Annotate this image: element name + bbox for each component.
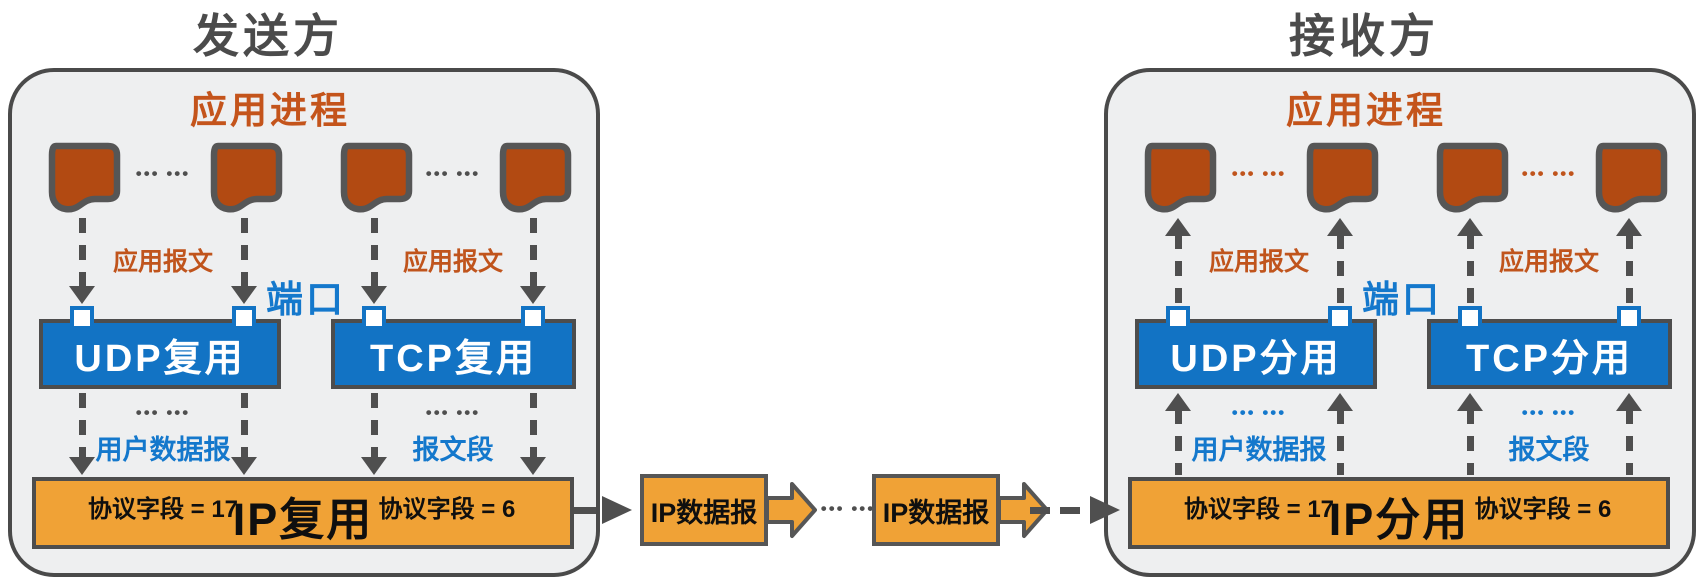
protocol-field-tcp: 协议字段 = 6	[1474, 496, 1612, 523]
dashed-arrow-down-icon	[69, 218, 95, 304]
protocol-field-udp: 协议字段 = 17	[1183, 496, 1335, 523]
tcp-box: TCP复用	[331, 319, 576, 389]
dashed-arrow-down-icon	[69, 393, 95, 475]
arrow-right-icon	[602, 496, 632, 524]
dashed-arrow-down-icon	[231, 393, 257, 475]
ellipsis-dots: ••• •••	[1231, 164, 1287, 183]
block-arrow-right-icon	[997, 481, 1049, 539]
port-square	[1458, 306, 1482, 330]
protocol-field-udp: 协议字段 = 17	[87, 496, 239, 523]
app-message-label: 应用报文	[1208, 248, 1309, 276]
dashed-arrow-up-icon	[1457, 218, 1483, 304]
ellipsis-dots: ••• •••	[820, 499, 876, 518]
dashed-arrow-down-icon	[361, 218, 387, 304]
dashed-arrow-down-icon	[520, 393, 546, 475]
dashed-arrow-down-icon	[361, 393, 387, 475]
port-square	[232, 306, 256, 330]
dashed-arrow-up-icon	[1616, 218, 1642, 304]
tcp-box: TCP分用	[1427, 319, 1672, 389]
ellipsis-dots: ••• •••	[135, 164, 191, 183]
ellipsis-dots: ••• •••	[425, 164, 481, 183]
ellipsis-dots: ••• •••	[135, 403, 191, 422]
dash-segment	[1030, 507, 1050, 514]
ip-box: 协议字段 = 17 IP分用 协议字段 = 6	[1128, 477, 1670, 549]
ellipsis-dots: ••• •••	[425, 403, 481, 422]
dashed-arrow-down-icon	[231, 218, 257, 304]
receiver-title: 接收方	[1289, 10, 1439, 62]
port-square	[1166, 306, 1190, 330]
sender-app-process-label: 应用进程	[190, 90, 350, 131]
port-square	[362, 306, 386, 330]
protocol-field-tcp: 协议字段 = 6	[378, 496, 516, 523]
port-square	[521, 306, 545, 330]
dashed-arrow-up-icon	[1616, 393, 1642, 475]
app-message-label: 应用报文	[1498, 248, 1599, 276]
ellipsis-dots: ••• •••	[1231, 403, 1287, 422]
tcp-pdu-label: 报文段	[412, 435, 494, 465]
dashed-arrow-down-icon	[520, 218, 546, 304]
ellipsis-dots: ••• •••	[1521, 164, 1577, 183]
udp-pdu-label: 用户数据报	[95, 435, 231, 465]
ip-box-label: IP分用	[1328, 493, 1470, 545]
sender-title: 发送方	[193, 10, 343, 62]
udp-box: UDP复用	[39, 319, 281, 389]
ip-box-label: IP复用	[232, 493, 374, 545]
port-square	[70, 306, 94, 330]
block-arrow-right-icon	[765, 481, 817, 539]
port-label: 端口	[266, 279, 346, 320]
receiver-panel: 应用进程 ••• ••• ••• ••• 应用报文 应用报文 端口 UDP分用 …	[1104, 68, 1696, 577]
dashed-arrow-up-icon	[1165, 393, 1191, 475]
ip-datagram-box: IP数据报	[872, 474, 1000, 546]
dash-segment	[1060, 507, 1080, 514]
port-square	[1328, 306, 1352, 330]
port-square	[1617, 306, 1641, 330]
app-message-label: 应用报文	[112, 248, 213, 276]
ip-box: 协议字段 = 17 IP复用 协议字段 = 6	[32, 477, 574, 549]
dashed-arrow-up-icon	[1327, 393, 1353, 475]
ellipsis-dots: ••• •••	[1521, 403, 1577, 422]
udp-box: UDP分用	[1135, 319, 1377, 389]
tcp-pdu-label: 报文段	[1508, 435, 1590, 465]
ip-datagram-box: IP数据报	[640, 474, 768, 546]
sender-panel: 应用进程 ••• ••• ••• ••• 应用报文 应用报文 端口 UDP复用 …	[8, 68, 600, 577]
dashed-arrow-up-icon	[1327, 218, 1353, 304]
receiver-app-process-label: 应用进程	[1286, 90, 1446, 131]
dashed-arrow-up-icon	[1165, 218, 1191, 304]
udp-pdu-label: 用户数据报	[1191, 435, 1327, 465]
port-label: 端口	[1362, 279, 1442, 320]
dashed-arrow-up-icon	[1457, 393, 1483, 475]
app-message-label: 应用报文	[402, 248, 503, 276]
